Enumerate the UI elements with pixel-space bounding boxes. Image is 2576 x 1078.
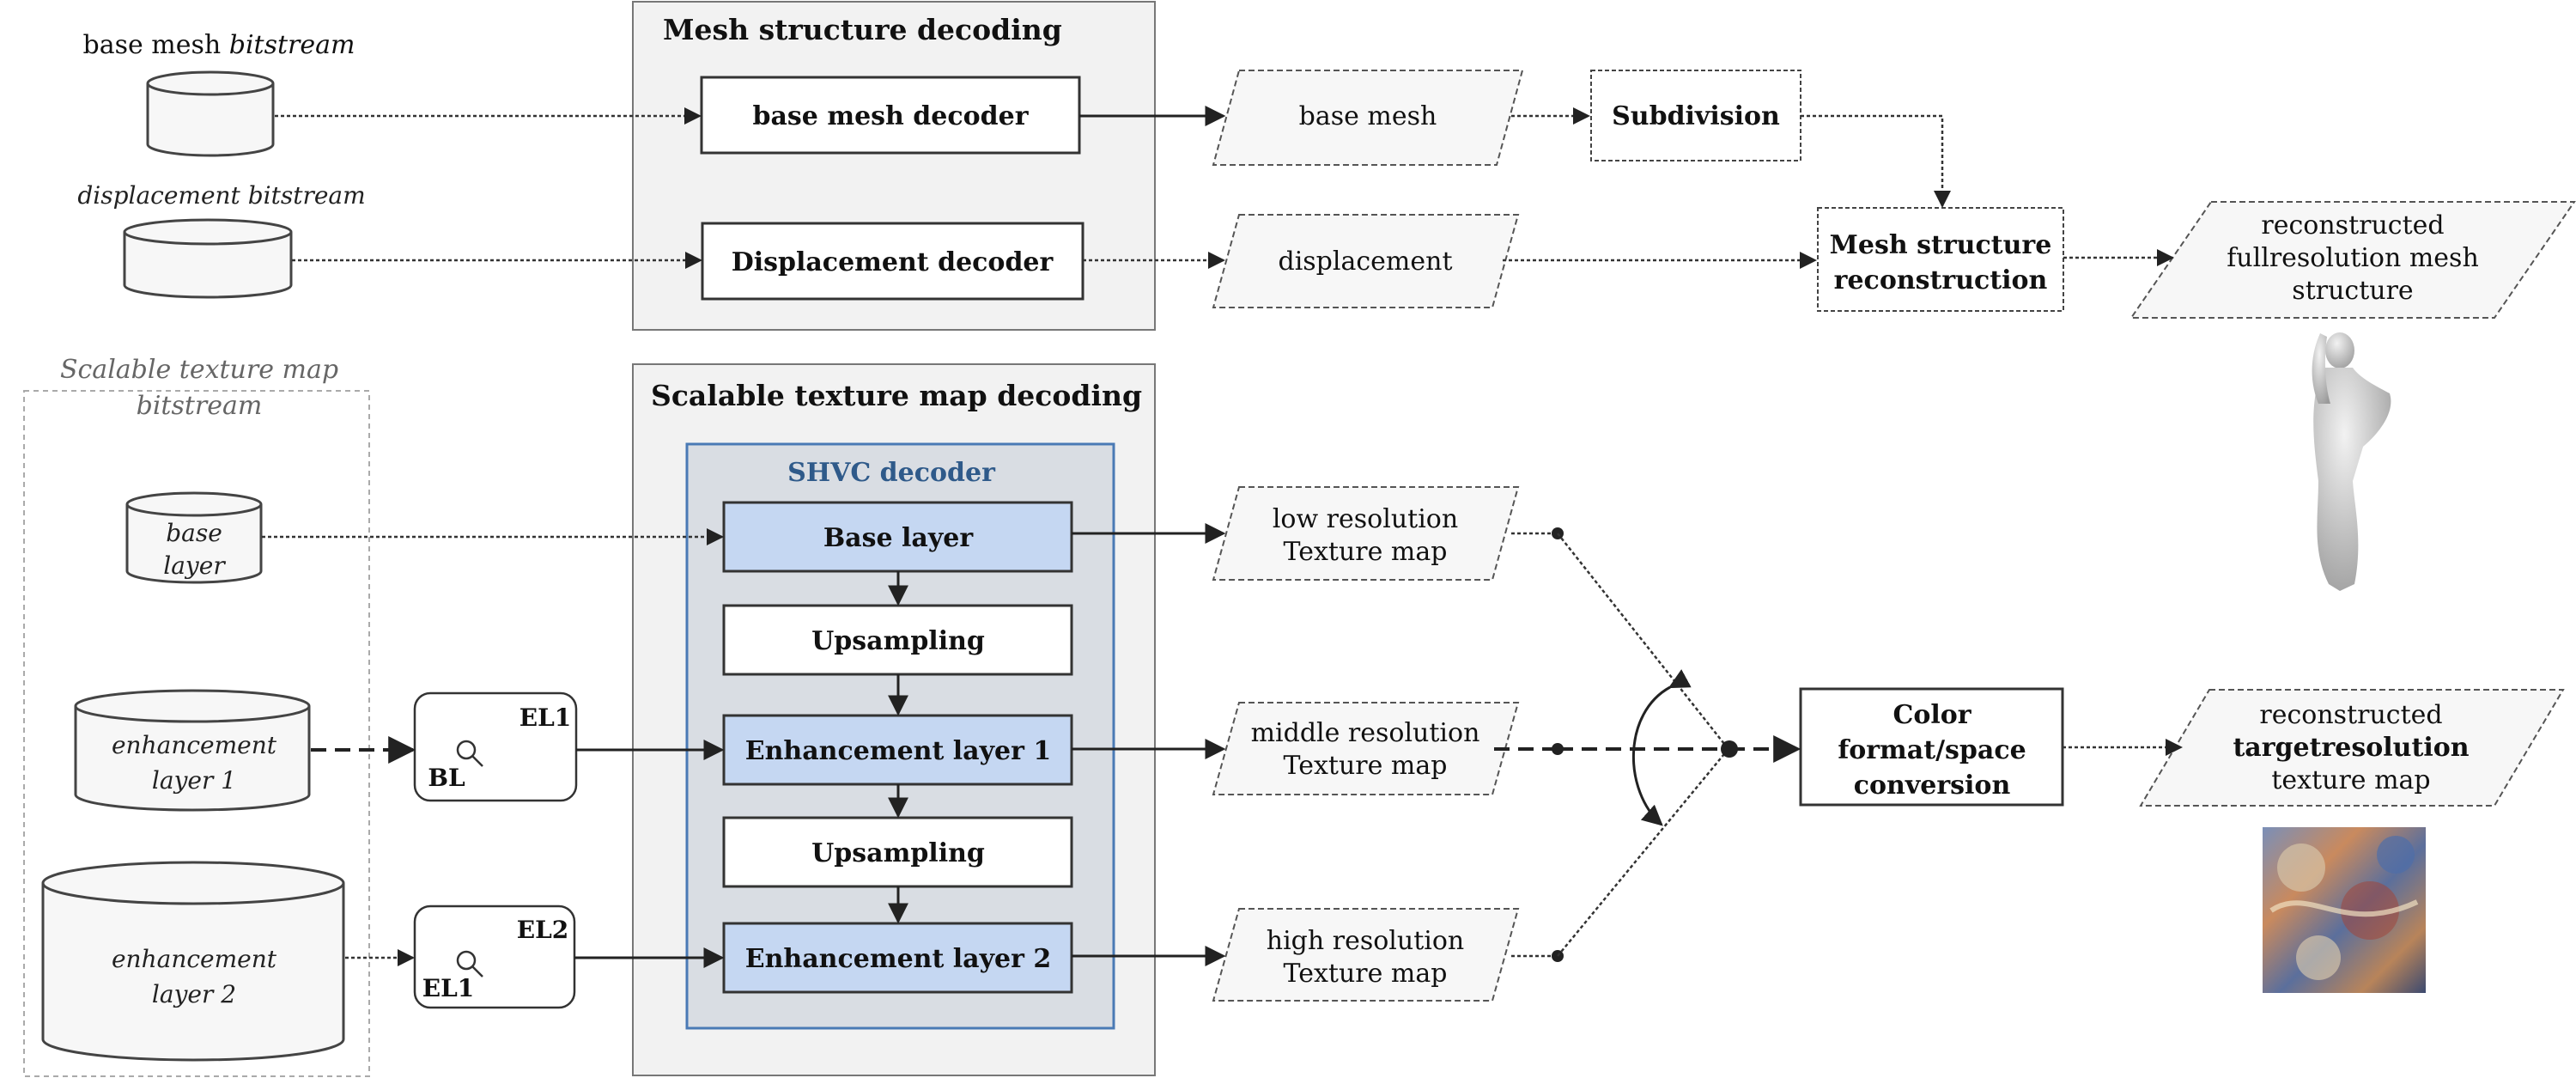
reconstructed-mesh-label-3: structure [2292, 276, 2413, 306]
connectors [262, 106, 2183, 968]
base-layer-cylinder-label-2: layer [163, 551, 226, 580]
texture-decoding-title: Scalable texture map decoding [651, 379, 1142, 412]
mesh-figure-image [2312, 332, 2391, 591]
texture-map-image [2263, 827, 2426, 993]
enhancement-layer2-box-label: Enhancement layer 2 [745, 944, 1052, 974]
reconstructed-texture-label-1: reconstructed [2259, 700, 2442, 730]
color-conversion-box [1799, 687, 2064, 807]
displacement-data [1212, 214, 1520, 308]
texture-bitstream-label-2: bitstream [137, 391, 263, 421]
base-mesh-data [1212, 70, 1524, 166]
enhancement-layer1-label-1: enhancement [112, 731, 277, 759]
extractor-el1 [413, 691, 578, 802]
enhancement-layer1-label-2: layer 1 [152, 766, 236, 795]
displacement-bitstream-label: displacement bitstream [77, 181, 365, 210]
enhancement-layer2-cylinder [41, 861, 345, 1062]
low-res-texture-label-2: Texture map [1284, 537, 1448, 567]
upsampling2-label: Upsampling [811, 838, 985, 868]
displacement-decoder-label: Displacement decoder [732, 247, 1054, 277]
base-mesh-bitstream-cylinder [146, 70, 275, 157]
upsampling1-label: Upsampling [811, 626, 985, 656]
mesh-decoding-title: Mesh structure decoding [663, 13, 1062, 46]
enhancement-layer1-box-label: Enhancement layer 1 [745, 736, 1052, 766]
displacement-bitstream-cylinder [123, 218, 293, 299]
enhancement-layer1-box [722, 714, 1073, 786]
high-res-texture-label-2: Texture map [1284, 959, 1448, 989]
reconstructed-texture-output [2139, 689, 2565, 807]
extractor-el1-bottom-label: BL [428, 764, 465, 792]
mesh-reconstruction-label-1: Mesh structure [1830, 230, 2052, 260]
texture-bitstream-label-1: Scalable texture map [60, 355, 338, 385]
texture-bitstream-group [23, 390, 370, 1077]
low-res-texture-label-1: low resolution [1273, 504, 1458, 534]
color-conversion-label-1: Color [1893, 700, 1971, 730]
shvc-decoder-title: SHVC decoder [787, 458, 996, 488]
extractor-el2-bottom-label: EL1 [422, 974, 475, 1002]
reconstructed-mesh-output [2129, 201, 2576, 319]
base-mesh-bitstream-label: base mesh bitstream [83, 30, 355, 60]
reconstructed-texture-label-2: targetresolution [2233, 733, 2469, 763]
base-layer-cylinder [125, 491, 263, 584]
mesh-reconstruction-box [1817, 207, 2064, 312]
color-conversion-label-2: format/space [1838, 735, 2026, 765]
base-mesh-decoder-label: base mesh decoder [752, 101, 1029, 131]
reconstructed-mesh-label-2: fullresolution mesh [2227, 243, 2479, 273]
high-res-texture-label-1: high resolution [1267, 926, 1464, 956]
base-layer-box-label: Base layer [823, 523, 975, 553]
mid-res-texture [1212, 702, 1520, 795]
high-res-texture [1212, 908, 1520, 1002]
base-mesh-data-label: base mesh [1299, 101, 1437, 131]
enhancement-layer2-label-2: layer 2 [152, 980, 236, 1008]
displacement-decoder-box [701, 222, 1084, 301]
low-res-texture [1212, 486, 1520, 581]
mid-res-texture-label-1: middle resolution [1251, 718, 1480, 748]
color-conversion-label-3: conversion [1854, 770, 2011, 801]
enhancement-layer2-box [722, 922, 1073, 994]
extractor-el2-top-label: EL2 [517, 916, 569, 944]
mesh-reconstruction-label-2: reconstruction [1834, 265, 2048, 295]
base-layer-box [722, 501, 1073, 573]
subdivision-label: Subdivision [1612, 101, 1780, 131]
reconstructed-texture-label-3: texture map [2271, 765, 2430, 795]
extractor-el2 [413, 904, 576, 1009]
enhancement-layer1-cylinder [74, 689, 311, 812]
extractor-el1-top-label: EL1 [519, 703, 572, 732]
reconstructed-mesh-label-1: reconstructed [2261, 210, 2444, 241]
displacement-data-label: displacement [1278, 247, 1452, 277]
base-layer-cylinder-label-1: base [166, 519, 222, 547]
mid-res-texture-label-2: Texture map [1284, 751, 1448, 781]
enhancement-layer2-label-1: enhancement [112, 945, 277, 973]
upsampling1-box [722, 604, 1073, 676]
